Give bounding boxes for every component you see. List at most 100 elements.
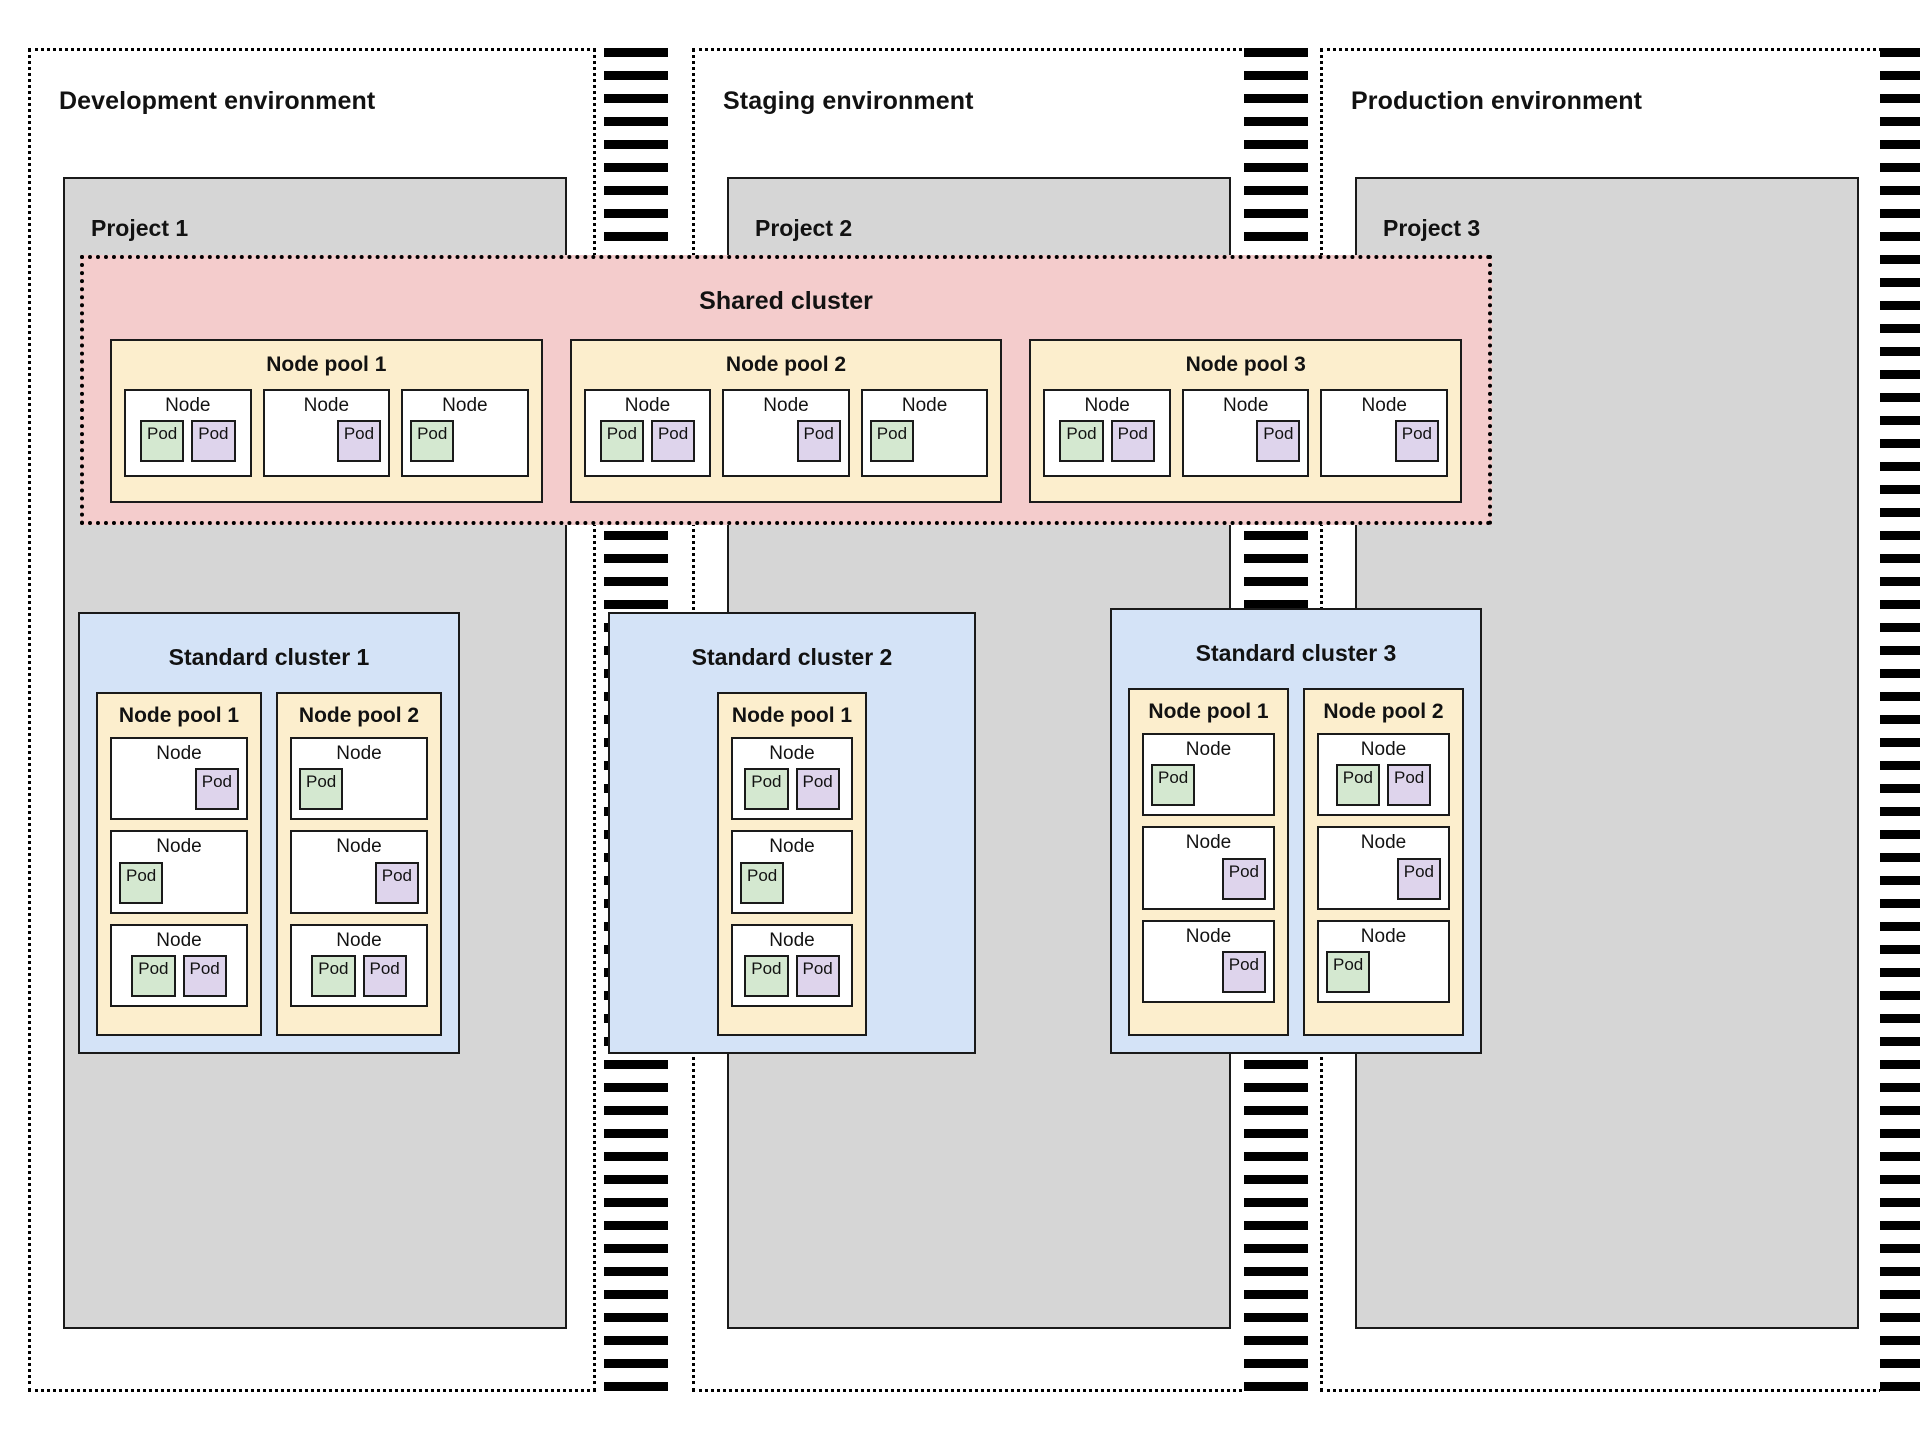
- node-label: Node: [156, 743, 202, 764]
- environment-title: Staging environment: [723, 87, 974, 115]
- node-label: Node: [336, 929, 382, 951]
- node-label: Node: [1360, 739, 1407, 760]
- node-pool-title: Node pool 2: [298, 704, 420, 727]
- pod-green: Pod: [740, 861, 785, 904]
- node-label: Node: [1360, 832, 1407, 854]
- node-label: Node: [336, 836, 382, 858]
- node-label: Node: [303, 395, 350, 416]
- node-label: Node: [156, 929, 202, 951]
- pod-row: Pod: [119, 768, 239, 811]
- pod-purple: Pod: [795, 768, 840, 811]
- pod-row: Pod: [1326, 857, 1441, 900]
- node-pool-title: Node pool 2: [725, 353, 847, 376]
- pod-green: Pod: [1326, 951, 1371, 994]
- node-label: Node: [1361, 395, 1407, 416]
- node-label: Node: [165, 395, 211, 416]
- pod-purple: Pod: [194, 768, 239, 811]
- pod-row: Pod: [299, 861, 419, 904]
- node-label: Node: [156, 836, 202, 858]
- pod-green: Pod: [1151, 764, 1196, 807]
- pod-row: Pod: [119, 861, 239, 904]
- pod-row: Pod: [740, 861, 844, 904]
- node-pool-title: Node pool 1: [118, 704, 240, 727]
- node-label: Node: [1185, 832, 1232, 854]
- pod-row: Pod: [272, 420, 382, 463]
- pod-row: Pod: [1151, 764, 1266, 807]
- pod-green: Pod: [311, 955, 356, 998]
- node-pool-title: Node pool 2: [1323, 700, 1444, 723]
- node-pool-title: Node pool 1: [731, 704, 853, 727]
- pod-purple: Pod: [182, 955, 227, 998]
- pod-purple: Pod: [1221, 857, 1266, 900]
- node-label: Node: [901, 395, 948, 416]
- pod-row: Pod: [731, 420, 841, 463]
- pod-purple: Pod: [1110, 420, 1155, 463]
- node-label: Node: [763, 395, 809, 416]
- pod-green: Pod: [869, 420, 915, 463]
- node-label: Node: [1185, 739, 1232, 760]
- pod-green: Pod: [1059, 420, 1104, 463]
- pod-purple: Pod: [1396, 857, 1441, 900]
- pod-row: Pod: [410, 420, 520, 463]
- hatch-bars: [1880, 48, 1920, 1392]
- node-label: Node: [336, 743, 382, 764]
- pod-row: Pod: [1326, 951, 1441, 994]
- node-label: Node: [1185, 925, 1232, 947]
- project-title: Project 2: [755, 215, 853, 241]
- node-label: Node: [624, 395, 671, 416]
- environment-title: Production environment: [1351, 87, 1643, 115]
- pod-purple: Pod: [795, 955, 840, 998]
- pod-green: Pod: [131, 955, 176, 998]
- pod-purple: Pod: [374, 861, 419, 904]
- pod-green: Pod: [410, 420, 455, 463]
- project-title: Project 3: [1383, 215, 1481, 241]
- pod-green: Pod: [140, 420, 185, 463]
- pod-purple: Pod: [650, 420, 696, 463]
- pod-green: Pod: [744, 768, 789, 811]
- standard-cluster-title: Standard cluster 1: [168, 644, 370, 670]
- pod-row: Pod: [1191, 420, 1301, 463]
- pod-row: Pod: [1329, 420, 1440, 463]
